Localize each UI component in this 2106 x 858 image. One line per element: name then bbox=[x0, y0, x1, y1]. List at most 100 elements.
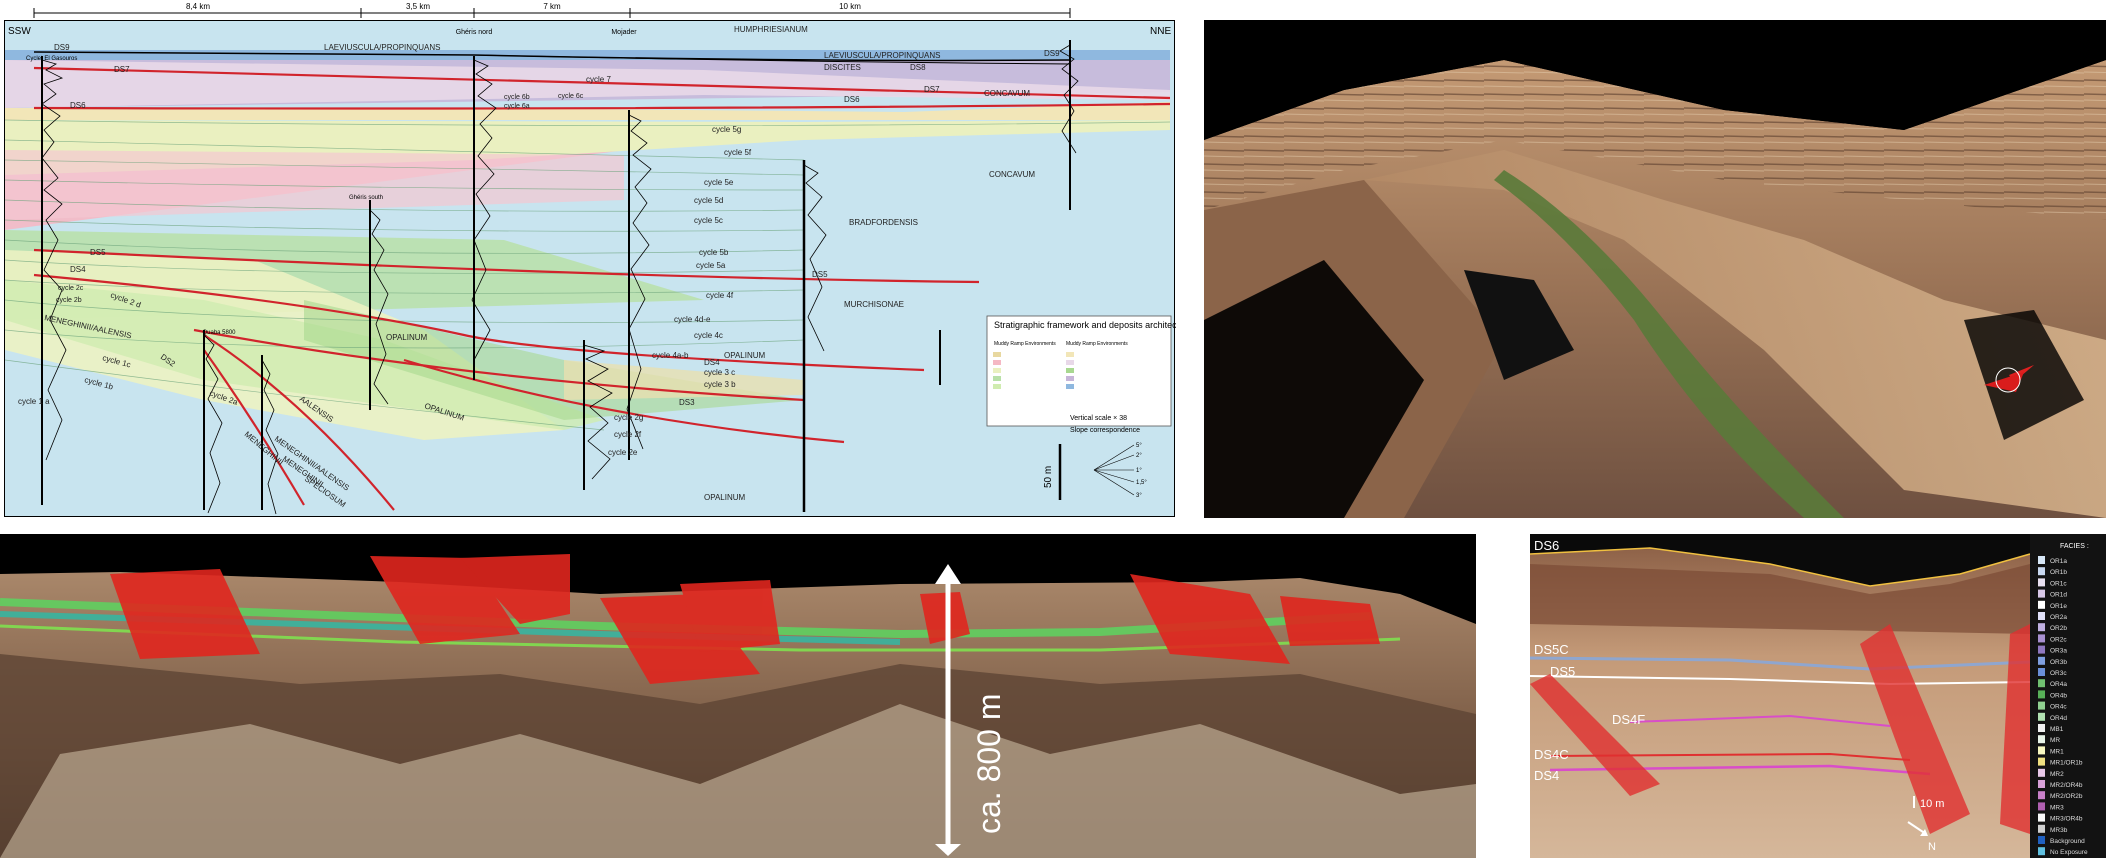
horizon-label: DS4 bbox=[1534, 768, 1559, 783]
facies-swatch bbox=[2038, 701, 2045, 710]
facies-name: MR1 bbox=[2050, 748, 2064, 755]
well-name: Cyclet El Gasouros bbox=[26, 56, 77, 62]
cycle-label: cycle 2e bbox=[608, 448, 638, 457]
cliff-strata bbox=[1204, 60, 2106, 220]
shadow-area bbox=[1964, 310, 2084, 440]
cycle-label: cycle 5d bbox=[694, 196, 723, 205]
facies-swatch bbox=[2038, 612, 2045, 620]
facies-swatch bbox=[2038, 623, 2045, 632]
zone-label: LAEVIUSCULA/PROPINQUANS bbox=[324, 43, 440, 52]
facies-name: MR1/OR1b bbox=[2050, 760, 2083, 767]
cycle-label: cycle 6c bbox=[558, 93, 584, 100]
facies-swatch bbox=[2038, 645, 2045, 654]
lidar-panorama-svg: ca. 800 m bbox=[0, 554, 1476, 858]
facies-swatch bbox=[2038, 847, 2045, 856]
facies-name: OR3c bbox=[2050, 670, 2067, 677]
fault-plane bbox=[2000, 624, 2030, 834]
facies-swatch bbox=[2038, 791, 2045, 800]
facies-name: OR1b bbox=[2050, 569, 2067, 576]
cycle-label: cycle 2f bbox=[614, 430, 642, 439]
facies-swatch bbox=[2038, 712, 2045, 721]
cycle-label: cycle 4f bbox=[706, 291, 734, 300]
facies-name: OR4a bbox=[2050, 681, 2067, 688]
cycle-label: cycle 4d-e bbox=[674, 315, 711, 324]
fault-plane bbox=[1530, 674, 1660, 796]
outcrop-photo-top-right bbox=[1204, 20, 2106, 518]
fault-plane bbox=[1860, 624, 1970, 834]
facies-swatch bbox=[2038, 567, 2045, 576]
facies-name: OR3a bbox=[2050, 648, 2067, 655]
cycle-label: cycle 5f bbox=[724, 148, 752, 157]
height-arrow: ca. 800 m bbox=[935, 564, 1007, 856]
facies-name: OR1e bbox=[2050, 603, 2067, 610]
cycle-label: cycle 5c bbox=[694, 216, 723, 225]
svg-text:2°: 2° bbox=[1136, 453, 1142, 459]
distance-label: 8,4 km bbox=[186, 2, 210, 11]
svg-text:3°: 3° bbox=[1136, 493, 1142, 499]
direction-left: SSW bbox=[8, 26, 31, 37]
facies-swatch bbox=[2038, 802, 2045, 811]
slope bbox=[1364, 150, 2106, 518]
scree-fans bbox=[0, 704, 1476, 858]
horizon-ds4c bbox=[1549, 752, 1911, 761]
cycle-label: cycle 6b bbox=[504, 94, 530, 101]
ds-label: DS9 bbox=[1044, 49, 1060, 58]
ds-label: DS6 bbox=[70, 101, 86, 110]
facies-name: MR bbox=[2050, 737, 2060, 744]
horizon-ds5c bbox=[1530, 656, 2031, 671]
legend-col2-header: Muddy Ramp Environments bbox=[1066, 341, 1128, 347]
lidar-closeup-svg: DS6 DS5C DS5 DS4F DS4C DS4 10 m N FACIES… bbox=[1530, 534, 2106, 858]
ds-label: DS4 bbox=[704, 358, 720, 367]
scale-label: 10 m bbox=[1920, 798, 1944, 810]
facies-title: FACIES : bbox=[2060, 543, 2089, 550]
well-name: Ghéris south bbox=[349, 195, 383, 201]
well-log bbox=[626, 110, 652, 460]
red-plane-marker bbox=[1984, 365, 2034, 393]
height-label: ca. 800 m bbox=[971, 693, 1007, 834]
well-log bbox=[1059, 40, 1079, 210]
distance-label: 3,5 km bbox=[406, 2, 430, 11]
horizon-label: DS5C bbox=[1534, 642, 1569, 657]
horizon-label: DS4C bbox=[1534, 747, 1569, 762]
cycle-label: cycle 1 a bbox=[18, 397, 50, 406]
north-arrow: N bbox=[1907, 821, 1936, 853]
facies-name: MR2/OR4b bbox=[2050, 782, 2083, 789]
facies-name: OR1a bbox=[2050, 558, 2067, 565]
facies-swatch bbox=[2038, 556, 2045, 564]
facies-name: OR1c bbox=[2050, 580, 2067, 587]
facies-swatch bbox=[2038, 836, 2045, 844]
facies-name: Background bbox=[2050, 838, 2085, 845]
outcrop-photo-svg bbox=[1204, 20, 2106, 518]
well-log bbox=[203, 330, 223, 514]
ds-label: DS9 bbox=[54, 43, 70, 52]
facies-swatch bbox=[2038, 589, 2045, 598]
zone-label: OPALINUM bbox=[724, 351, 766, 360]
facies-swatch bbox=[2038, 600, 2045, 609]
horizon-label: DS6 bbox=[1534, 538, 1559, 553]
zone-label: BRADFORDENSIS bbox=[849, 218, 918, 227]
zone-label: DISCITES bbox=[824, 63, 861, 72]
legend-title: Stratigraphic framework and deposits arc… bbox=[994, 320, 1176, 330]
well-logs bbox=[41, 40, 1079, 515]
facies-swatch bbox=[2038, 690, 2045, 699]
facies-name: MR3b bbox=[2050, 827, 2068, 834]
facies-swatch bbox=[2038, 634, 2045, 643]
facies-swatch bbox=[2038, 578, 2045, 587]
horizon-label: DS5 bbox=[1550, 664, 1575, 679]
ds-label: DS5 bbox=[90, 248, 106, 257]
well-log bbox=[41, 56, 67, 505]
cycle-label: cycle 4c bbox=[694, 331, 723, 340]
cycle-label: cycle 3 c bbox=[704, 368, 735, 377]
zone-label: CONCAVUM bbox=[989, 170, 1035, 179]
facies-swatch bbox=[2038, 768, 2045, 777]
svg-text:1,5°: 1,5° bbox=[1136, 480, 1147, 486]
zone-label: MURCHISONAE bbox=[844, 300, 904, 309]
well-log bbox=[802, 160, 827, 512]
cycle-label: cycle 4a-b bbox=[652, 351, 689, 360]
well-name: Ghéris nord bbox=[456, 29, 493, 36]
sky-void bbox=[1204, 20, 2106, 140]
upper-cliff bbox=[1530, 564, 2030, 634]
cycle-label: cycle 7 bbox=[586, 75, 611, 84]
stratigraphic-cross-section: 8,4 km 3,5 km 7 km 10 km bbox=[4, 0, 1176, 518]
cycle-label: cycle 5g bbox=[712, 125, 741, 134]
